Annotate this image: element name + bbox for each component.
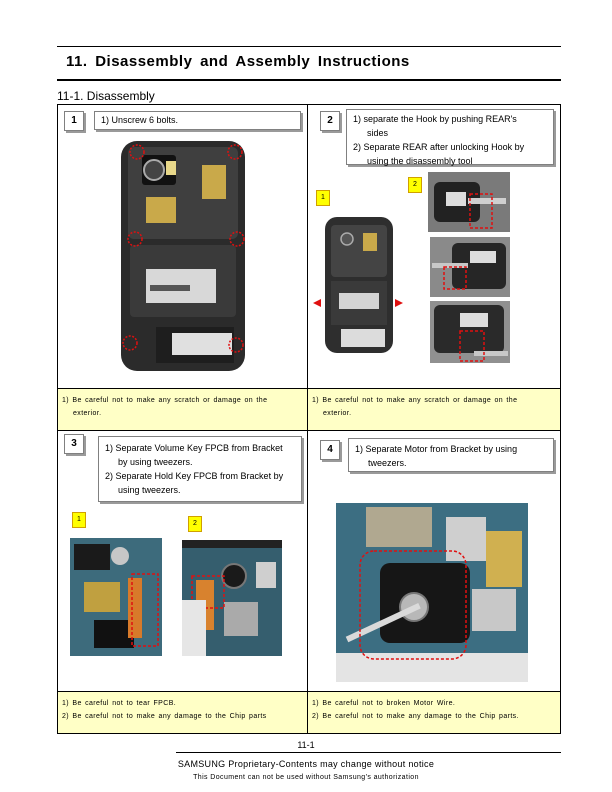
motor-illustration bbox=[336, 503, 528, 682]
footer-rule bbox=[176, 752, 561, 753]
page-title: 11. Disassembly and Assembly Instruction… bbox=[66, 53, 410, 70]
step-2-instructions: 1) separate the Hook by pushing REAR's s… bbox=[346, 109, 554, 166]
hook-photo-1 bbox=[428, 172, 510, 232]
step-2-note-1: 1) Be careful not to make any scratch or… bbox=[312, 397, 518, 404]
step-4-line-2: tweezers. bbox=[368, 458, 407, 468]
title-rule bbox=[57, 79, 561, 81]
note-panel-4 bbox=[308, 692, 560, 733]
step-4-number: 4 bbox=[320, 440, 340, 460]
step-1-notes: 1) Be careful not to make any scratch or… bbox=[62, 394, 306, 420]
step-2-line-2: sides bbox=[367, 128, 389, 138]
step-1-instructions: 1) Unscrew 6 bolts. bbox=[94, 111, 301, 130]
step-4-notes: 1) Be careful not to broken Motor Wire. … bbox=[312, 697, 558, 723]
hook-photo-1-illustration bbox=[428, 172, 510, 232]
volume-key-illustration bbox=[70, 538, 162, 656]
step-2-line-4: using the disassembly tool bbox=[367, 156, 473, 166]
hold-key-photo bbox=[182, 540, 282, 656]
step-3-line-3: 2) Separate Hold Key FPCB from Bracket b… bbox=[105, 471, 284, 481]
section-title: 11-1. Disassembly bbox=[57, 89, 155, 103]
step-3-instructions: 1) Separate Volume Key FPCB from Bracket… bbox=[98, 436, 302, 502]
step-3-tag-2: 2 bbox=[188, 516, 202, 532]
step-2-tag-1: 1 bbox=[316, 190, 330, 206]
hold-key-illustration bbox=[182, 540, 282, 656]
step-3-notes: 1) Be careful not to tear FPCB. 2) Be ca… bbox=[62, 697, 306, 723]
step-3-line-4: using tweezers. bbox=[118, 485, 181, 495]
hook-photo-3 bbox=[430, 301, 510, 363]
volume-key-photo bbox=[70, 538, 162, 656]
grid-divider-1 bbox=[57, 388, 561, 389]
step-4-note-2: 2) Be careful not to make any damage to … bbox=[312, 713, 519, 720]
hook-photo-3-illustration bbox=[430, 301, 510, 363]
grid-divider-2 bbox=[57, 430, 561, 431]
rear-separation-illustration bbox=[313, 217, 403, 353]
step-1-note-2: exterior. bbox=[73, 410, 102, 417]
note-panel-1 bbox=[58, 389, 307, 430]
step-2-notes: 1) Be careful not to make any scratch or… bbox=[312, 394, 558, 420]
grid-divider-vertical bbox=[307, 104, 308, 734]
step-3-note-1: 1) Be careful not to tear FPCB. bbox=[62, 700, 177, 707]
note-panel-2 bbox=[308, 389, 560, 430]
top-rule bbox=[57, 46, 561, 47]
note-panel-3 bbox=[58, 692, 307, 733]
hook-photo-2-illustration bbox=[430, 237, 510, 297]
phone-back-photo bbox=[116, 137, 250, 375]
step-3-tag-1: 1 bbox=[72, 512, 86, 528]
footer-authorization: This Document can not be used without Sa… bbox=[193, 774, 419, 781]
phone-back-illustration bbox=[121, 141, 245, 371]
instruction-grid bbox=[57, 104, 561, 734]
step-2-line-3: 2) Separate REAR after unlocking Hook by bbox=[353, 142, 525, 152]
step-4-note-1: 1) Be careful not to broken Motor Wire. bbox=[312, 700, 456, 707]
step-4-instructions: 1) Separate Motor from Bracket by using … bbox=[348, 438, 554, 472]
step-2-note-2: exterior. bbox=[323, 410, 352, 417]
step-2-tag-2: 2 bbox=[408, 177, 422, 193]
step-1-number: 1 bbox=[64, 111, 84, 131]
step-3-line-2: by using tweezers. bbox=[118, 457, 193, 467]
footer-notice: SAMSUNG Proprietary-Contents may change … bbox=[177, 759, 435, 769]
hook-photo-2 bbox=[430, 237, 510, 297]
rear-separation-photo bbox=[311, 215, 405, 355]
grid-divider-3 bbox=[57, 691, 561, 692]
step-2-line-1: 1) separate the Hook by pushing REAR's bbox=[353, 114, 517, 124]
step-2-number: 2 bbox=[320, 111, 340, 131]
motor-photo bbox=[336, 503, 528, 682]
step-3-line-1: 1) Separate Volume Key FPCB from Bracket bbox=[105, 443, 283, 453]
step-1-line-1: 1) Unscrew 6 bolts. bbox=[101, 115, 179, 125]
step-3-note-2: 2) Be careful not to make any damage to … bbox=[62, 713, 267, 720]
step-3-number: 3 bbox=[64, 434, 84, 454]
page-number: 11-1 bbox=[297, 740, 315, 750]
step-4-line-1: 1) Separate Motor from Bracket by using bbox=[355, 444, 518, 454]
step-1-note-1: 1) Be careful not to make any scratch or… bbox=[62, 397, 268, 404]
